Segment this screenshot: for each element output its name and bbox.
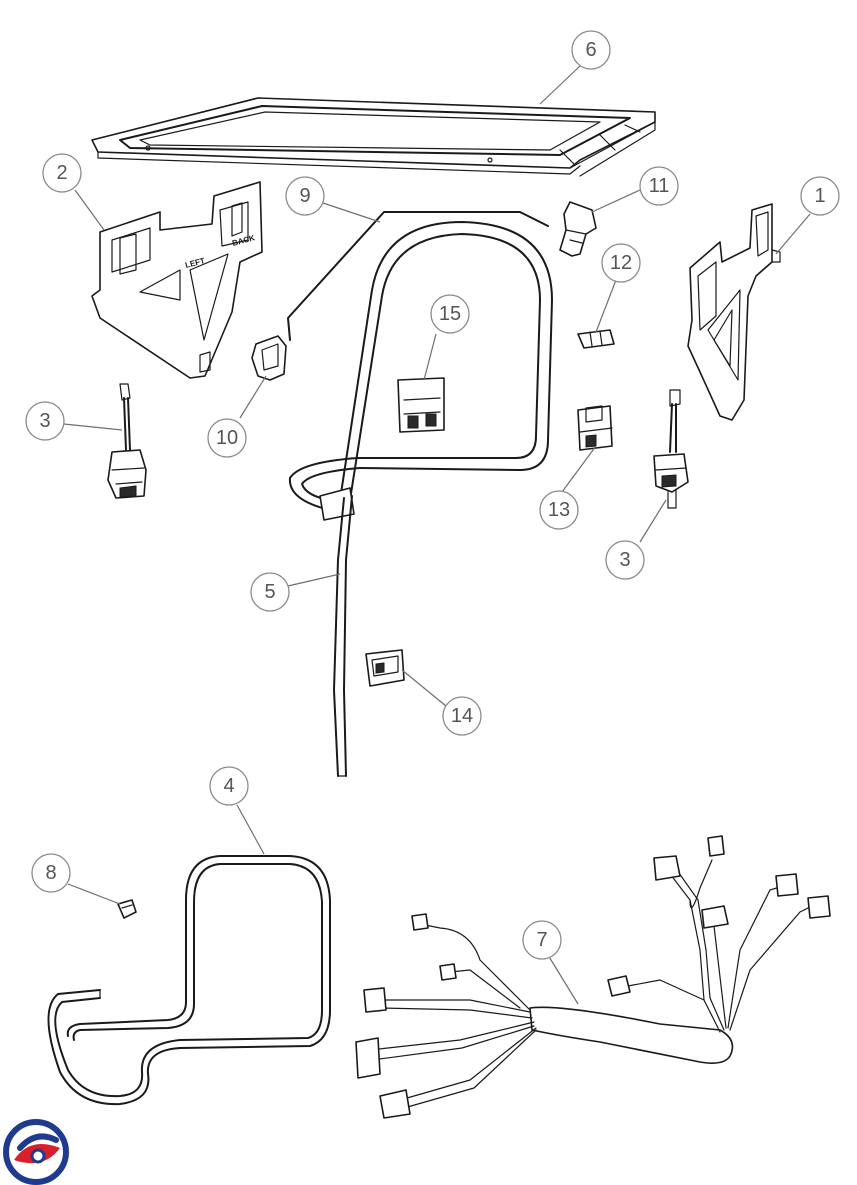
part-1-right-bracket [687,203,781,421]
callout-2: 2 [42,153,82,193]
part-2-left-bracket: LEFT BACK [91,181,263,379]
callout-1: 1 [800,176,840,216]
callout-1-label: 1 [814,185,825,207]
brand-logo [3,1119,69,1185]
callout-5-label: 5 [264,581,275,603]
callout-9: 9 [285,176,325,216]
part-5-hose [288,221,553,777]
callout-6-label: 6 [585,39,596,61]
part-7-harness [355,835,831,1119]
part-13-block [577,405,613,451]
callout-8: 8 [31,853,71,893]
part-3-left-switch [107,383,147,499]
logo-blue-swoosh [17,1133,59,1151]
callout-14-label: 14 [451,705,473,727]
part-12-clip [577,329,615,349]
logo-center [30,1148,46,1164]
callout-11-label: 11 [649,175,670,197]
callout-3-right-label: 3 [619,549,630,571]
part-10-bracket [251,335,287,381]
callout-4-label: 4 [223,775,234,797]
callout-2-label: 2 [56,162,67,184]
part-11-fitting [559,201,597,257]
part-15-bracket [397,377,445,433]
callout-7: 7 [522,920,562,960]
callout-10-label: 10 [216,427,238,449]
part-3-right-switch [653,389,689,509]
part-9-rod [287,211,549,341]
part-6-frame [91,97,656,177]
callout-12: 12 [601,243,641,283]
callout-9-label: 9 [299,185,310,207]
callout-7-label: 7 [536,929,547,951]
callout-13: 13 [539,490,579,530]
callout-13-label: 13 [548,499,570,521]
callout-15: 15 [430,294,470,334]
callout-15-label: 15 [439,303,461,325]
callout-10: 10 [207,418,247,458]
callout-11: 11 [639,166,679,206]
callout-14: 14 [442,696,482,736]
callout-4: 4 [209,766,249,806]
callout-12-label: 12 [610,252,632,274]
part-14-clip [365,649,405,687]
part-4-tube [47,855,331,1106]
callout-3-left-label: 3 [39,410,50,432]
part-8-clip [117,899,137,919]
callout-3-right: 3 [605,540,645,580]
callout-8-label: 8 [45,862,56,884]
callout-leaders [63,65,811,1005]
callout-3-left: 3 [25,401,65,441]
callout-6: 6 [571,30,611,70]
callout-5: 5 [250,572,290,612]
